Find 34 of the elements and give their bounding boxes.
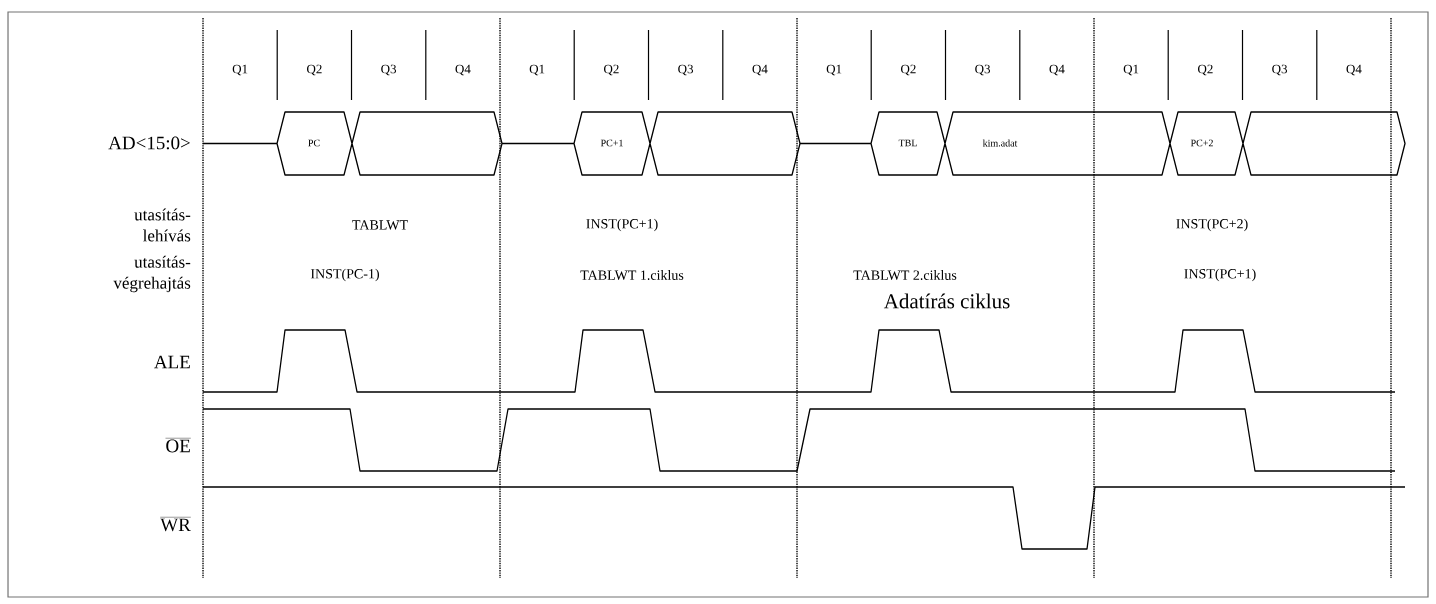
phase-label: Q1: [1123, 64, 1139, 76]
signal-name: WR: [160, 517, 191, 532]
phase-label: Q4: [752, 64, 768, 76]
signal-name: OE: [165, 438, 191, 453]
phase-label: Q1: [529, 64, 545, 76]
instruction-label: INST(PC-1): [310, 268, 379, 282]
phase-label: Q4: [1049, 64, 1065, 76]
instruction-label: TABLWT 2.ciklus: [853, 270, 957, 280]
signal-name: AD<15:0>: [108, 136, 190, 150]
phase-label: Q2: [307, 64, 322, 76]
cycle-label: Adatírás ciklus: [883, 293, 1010, 309]
signal-name: ALE: [154, 355, 190, 369]
instruction-label: INST(PC+2): [1176, 218, 1248, 232]
bus-value: PC: [308, 139, 320, 147]
bus-value: PC+2: [1190, 139, 1213, 147]
instruction-label: TABLWT 1.ciklus: [580, 270, 684, 280]
phase-label: Q1: [232, 64, 248, 76]
phase-label: Q2: [901, 64, 916, 76]
phase-label: Q2: [1198, 64, 1213, 76]
row-label: utasítás- végrehajtás: [113, 255, 191, 293]
instruction-label: TABLWT: [352, 220, 408, 230]
phase-label: Q3: [975, 64, 991, 76]
phase-label: Q1: [826, 64, 842, 76]
phase-label: Q2: [604, 64, 619, 76]
phase-label: Q3: [1272, 64, 1288, 76]
instruction-label: INST(PC+1): [586, 218, 658, 232]
phase-label: Q4: [1346, 64, 1362, 76]
phase-label: Q3: [381, 64, 397, 76]
phase-label: Q3: [678, 64, 694, 76]
bus-value: kim.adat: [982, 139, 1018, 147]
instruction-label: INST(PC+1): [1184, 268, 1256, 282]
phase-label: Q4: [455, 64, 471, 76]
bus-value: PC+1: [600, 139, 623, 147]
bus-value: TBL: [898, 139, 917, 147]
